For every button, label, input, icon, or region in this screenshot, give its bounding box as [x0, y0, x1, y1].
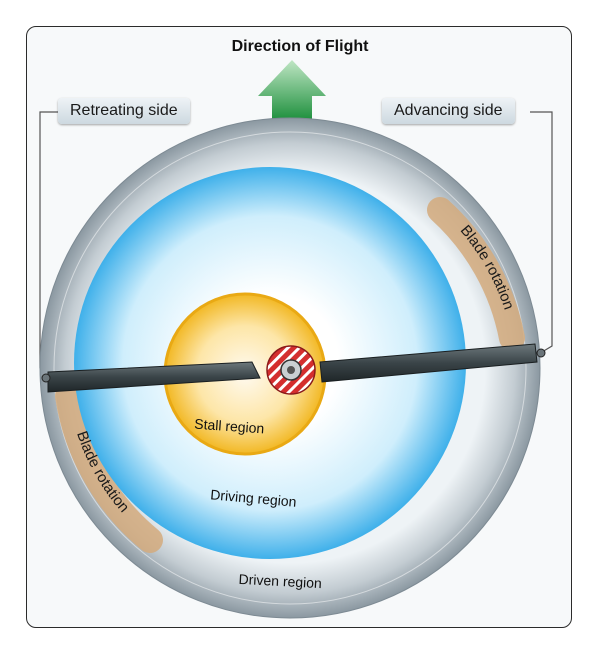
driving-region-label: Driving region — [210, 486, 297, 509]
blade-tip-left — [41, 373, 51, 383]
blade-tip-right — [536, 348, 546, 358]
rotation-band-right — [427, 197, 525, 351]
rotation-band-left — [55, 383, 163, 553]
rotor-hub — [266, 345, 316, 395]
rotor-blade — [41, 343, 546, 393]
retreating-side-tag: Retreating side — [58, 98, 190, 124]
stall-region-label: Stall region — [194, 416, 265, 437]
direction-arrow — [258, 60, 326, 124]
advancing-side-tag: Advancing side — [382, 98, 515, 124]
direction-of-flight-title: Direction of Flight — [231, 38, 369, 55]
advancing-leader-line — [530, 111, 553, 353]
blade-right — [319, 343, 538, 383]
driven-region-label: Driven region — [238, 571, 322, 591]
blade-left — [47, 361, 261, 393]
driven-ring-line — [53, 131, 527, 605]
